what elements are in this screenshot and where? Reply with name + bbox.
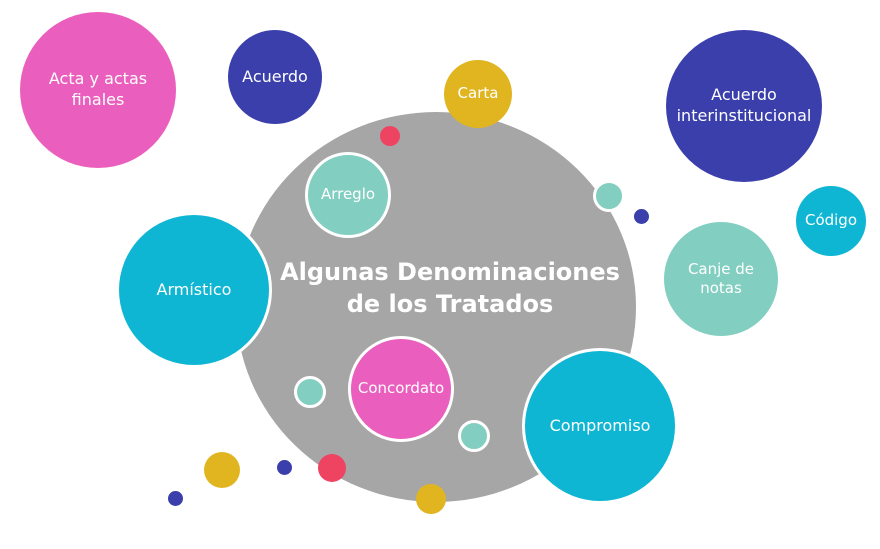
bubble-arreglo-label: Arreglo <box>320 185 376 204</box>
bubble-concordato: Concordato <box>348 336 454 442</box>
bubble-codigo-label: Código <box>804 211 858 230</box>
bubble-compromiso-label: Compromiso <box>549 415 651 435</box>
dot-gold-bottom <box>416 484 446 514</box>
bubble-carta-label: Carta <box>457 84 499 103</box>
bubble-canje: Canje de notas <box>664 222 778 336</box>
title-line-1: Algunas Denominaciones <box>280 258 620 286</box>
dot-navy-bottom <box>277 460 292 475</box>
bubble-compromiso: Compromiso <box>522 348 678 504</box>
bubble-concordato-label: Concordato <box>357 379 445 398</box>
bubble-acuerdo-label: Acuerdo <box>242 66 308 86</box>
bubble-acuerdo-interinstitucional-label: Acuerdo interinstitucional <box>676 85 812 125</box>
bubble-codigo: Código <box>796 186 866 256</box>
dot-red-top <box>380 126 400 146</box>
diagram-title: Algunas Denominaciones de los Tratados <box>262 256 638 321</box>
dot-red-bottom <box>318 454 346 482</box>
bubble-carta: Carta <box>444 60 512 128</box>
bubble-arreglo: Arreglo <box>305 152 391 238</box>
bubble-acta: Acta y actas finales <box>20 12 176 168</box>
dot-navy-far-left <box>168 491 183 506</box>
bubble-acuerdo: Acuerdo <box>228 30 322 124</box>
dot-teal-left <box>294 376 326 408</box>
bubble-canje-label: Canje de notas <box>687 259 755 298</box>
bubble-armistico: Armístico <box>116 212 272 368</box>
bubble-acuerdo-interinstitucional: Acuerdo interinstitucional <box>666 30 822 182</box>
dot-gold-left <box>204 452 240 488</box>
title-line-2: de los Tratados <box>346 290 554 319</box>
dot-navy-right <box>634 209 649 224</box>
bubble-acta-label: Acta y actas finales <box>48 69 148 109</box>
dot-teal-bottom <box>458 420 490 452</box>
dot-teal-right <box>593 180 625 212</box>
bubble-armistico-label: Armístico <box>156 279 232 299</box>
